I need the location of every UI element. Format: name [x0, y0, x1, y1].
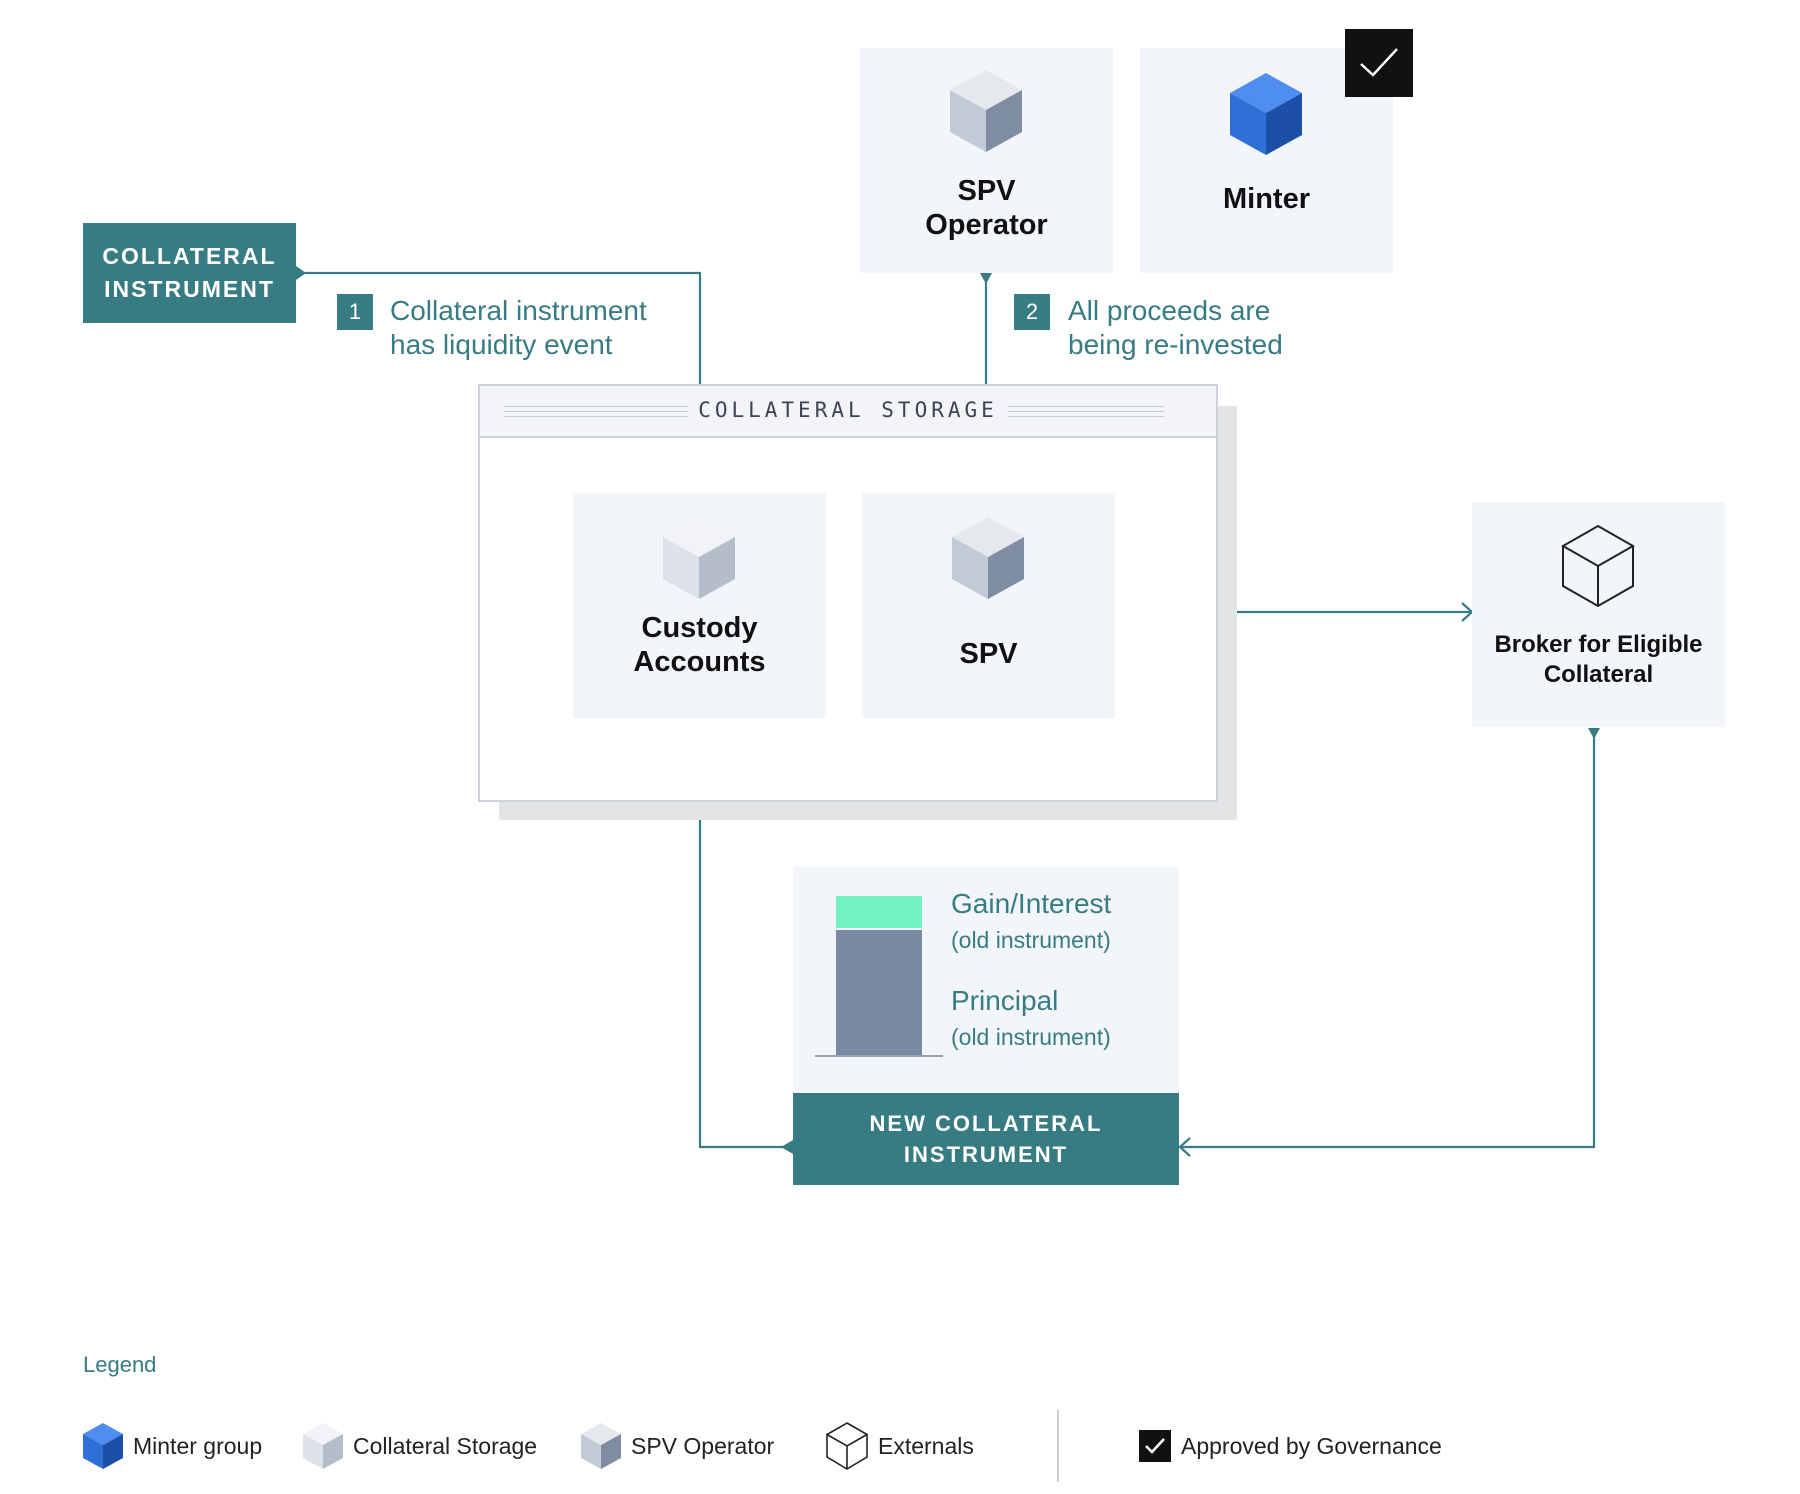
arrow-broker-to-new-instrument [1180, 728, 1596, 1149]
checkmark-icon [1360, 48, 1398, 77]
arrow-new-instrument-to-custody [698, 728, 786, 1149]
new-collateral-instrument-line2: INSTRUMENT [903, 1142, 1069, 1167]
legend-label-minter-group: Minter group [133, 1432, 263, 1459]
principal-sub: (old instrument) [951, 1024, 1111, 1050]
principal-label: Principal [951, 985, 1059, 1016]
custody-accounts-line1: Custody [641, 612, 758, 644]
light-cube-icon [663, 517, 735, 599]
spv-operator-tile: SPV Operator [860, 48, 1113, 273]
grey-cube-icon [581, 1423, 621, 1469]
bar-baseline [815, 1055, 943, 1057]
checkmark-icon [1139, 1430, 1171, 1462]
legend-label-externals: Externals [878, 1432, 974, 1459]
legend-label-approved-by-governance: Approved by Governance [1181, 1432, 1442, 1459]
spv-tile: SPV [862, 493, 1115, 718]
broker-line1: Broker for Eligible [1494, 631, 1703, 658]
step-1-text: Collateral instrument has liquidity even… [390, 294, 647, 362]
broker-tile: Broker for Eligible Collateral [1472, 502, 1725, 727]
step-2-line1: All proceeds are [1068, 295, 1271, 326]
outline-cube-icon [1561, 524, 1635, 608]
legend-item-spv-operator: SPV Operator [581, 1420, 774, 1472]
collateral-instrument-line1: COLLATERAL [102, 243, 277, 270]
legend-item-minter-group: Minter group [83, 1420, 262, 1472]
spv-operator-line1: SPV [957, 175, 1016, 207]
collateral-instrument-line2: INSTRUMENT [104, 276, 275, 302]
legend-label-spv-operator: SPV Operator [631, 1432, 775, 1459]
legend-title: Legend [83, 1352, 157, 1377]
custody-accounts-tile: Custody Accounts [573, 493, 826, 718]
minter-tile: Minter [1140, 48, 1393, 273]
broker-line2: Collateral [1543, 661, 1654, 688]
legend-item-approved-by-governance: Approved by Governance [1139, 1420, 1442, 1472]
light-cube-icon [303, 1423, 343, 1469]
legend-item-externals: Externals [826, 1420, 974, 1472]
spv-label: SPV [959, 638, 1018, 670]
legend-item-collateral-storage: Collateral Storage [303, 1420, 537, 1472]
collateral-storage-header: COLLATERAL STORAGE [480, 386, 1216, 438]
collateral-instrument-box: COLLATERAL INSTRUMENT [83, 223, 296, 323]
outline-cube-icon [826, 1422, 868, 1470]
legend-divider [1057, 1410, 1059, 1482]
step-2-text: All proceeds are being re-invested [1068, 294, 1283, 362]
gain-interest-bar [836, 896, 922, 928]
principal-bar [836, 930, 922, 1055]
gain-interest-label: Gain/Interest [951, 888, 1112, 919]
collateral-storage-title: COLLATERAL STORAGE [688, 398, 1008, 422]
new-collateral-instrument-line1: NEW COLLATERAL [869, 1110, 1103, 1136]
blue-cube-icon [83, 1423, 123, 1469]
grey-cube-icon [950, 70, 1022, 152]
step-2-line2: being re-invested [1068, 329, 1283, 361]
blue-cube-icon [1230, 73, 1302, 155]
gain-interest-sub: (old instrument) [951, 927, 1111, 953]
step-1-badge: 1 [337, 294, 373, 330]
new-collateral-instrument-box: NEW COLLATERAL INSTRUMENT [793, 1093, 1179, 1185]
custody-accounts-line2: Accounts [633, 646, 766, 679]
minter-label: Minter [1223, 183, 1310, 215]
step-2-badge: 2 [1014, 294, 1050, 330]
grey-cube-icon [952, 517, 1024, 599]
governance-approved-badge [1345, 29, 1413, 97]
legend-label-collateral-storage: Collateral Storage [353, 1432, 538, 1459]
spv-operator-line2: Operator [925, 209, 1048, 242]
step-1-line1: Collateral instrument [390, 295, 647, 326]
step-1-line2: has liquidity event [390, 329, 613, 361]
